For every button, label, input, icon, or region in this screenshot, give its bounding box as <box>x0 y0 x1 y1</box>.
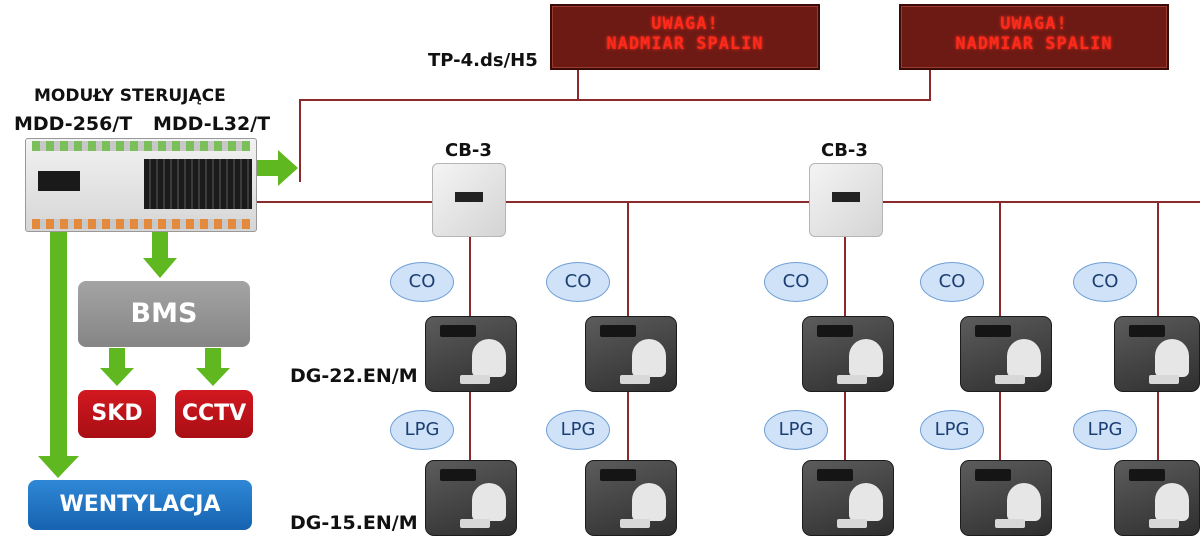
gas-co-1: CO <box>390 262 454 302</box>
arrow-to-signs <box>255 150 298 186</box>
skd-box: SKD <box>78 390 156 438</box>
control-module-device <box>25 138 257 232</box>
warning-sign-2: UWAGA! NADMIAR SPALIN <box>899 4 1169 70</box>
gas-co-3: CO <box>764 262 828 302</box>
gas-co-4: CO <box>920 262 984 302</box>
gas-lpg-5: LPG <box>1073 410 1137 450</box>
terminal-strip-bottom <box>32 219 250 229</box>
junction-box-cb3-1 <box>432 163 506 237</box>
gas-lpg-2: LPG <box>546 410 610 450</box>
arrow-to-bms <box>143 258 177 278</box>
detector-dg22-2 <box>585 316 677 392</box>
module-left-label: MDD-256/T <box>14 113 133 135</box>
detector-dg15-3 <box>802 460 894 536</box>
sign-line1: UWAGA! <box>651 14 719 34</box>
gas-co-2: CO <box>546 262 610 302</box>
sign-model-label: TP-4.ds/H5 <box>428 50 538 71</box>
ventilation-box: WENTYLACJA <box>28 480 252 530</box>
gas-co-5: CO <box>1073 262 1137 302</box>
cctv-box: CCTV <box>175 390 253 438</box>
sign-line1: UWAGA! <box>1000 14 1068 34</box>
cb3-label-1: CB-3 <box>445 140 492 161</box>
gas-lpg-4: LPG <box>920 410 984 450</box>
arrow-to-ventilation <box>38 456 79 478</box>
detector-row1-label: DG-22.EN/M <box>290 365 418 387</box>
led-panel <box>144 159 252 209</box>
junction-box-cb3-2 <box>809 163 883 237</box>
bms-box: BMS <box>78 281 250 347</box>
controller-display <box>38 171 80 191</box>
arrow-to-skd <box>100 368 134 386</box>
gas-lpg-3: LPG <box>764 410 828 450</box>
detector-dg15-4 <box>960 460 1052 536</box>
detector-dg15-5 <box>1114 460 1200 536</box>
terminal-strip-top <box>32 141 250 151</box>
gas-lpg-1: LPG <box>390 410 454 450</box>
modules-title: MODUŁY STERUJĄCE <box>34 86 226 106</box>
detector-row2-label: DG-15.EN/M <box>290 512 418 534</box>
detector-dg22-4 <box>960 316 1052 392</box>
detector-dg22-3 <box>802 316 894 392</box>
arrow-to-cctv <box>196 368 230 386</box>
sign-line2: NADMIAR SPALIN <box>606 34 764 54</box>
detector-dg15-1 <box>425 460 517 536</box>
cb3-label-2: CB-3 <box>821 140 868 161</box>
warning-sign-1: UWAGA! NADMIAR SPALIN <box>550 4 820 70</box>
detector-dg22-5 <box>1114 316 1200 392</box>
sign-line2: NADMIAR SPALIN <box>955 34 1113 54</box>
detector-dg22-1 <box>425 316 517 392</box>
module-right-label: MDD-L32/T <box>153 113 271 135</box>
detector-dg15-2 <box>585 460 677 536</box>
